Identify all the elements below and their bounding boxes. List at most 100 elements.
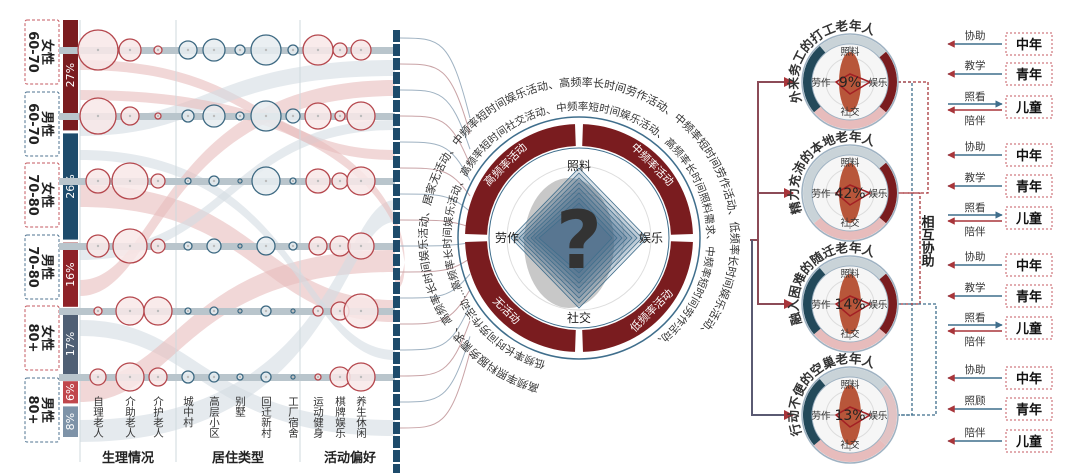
connector-line bbox=[399, 219, 471, 228]
group-age: 70-80 bbox=[25, 246, 40, 288]
row-bar bbox=[59, 178, 395, 185]
bubble-center bbox=[128, 114, 132, 118]
profile-percent: 9% bbox=[839, 75, 861, 91]
group-sex: 女性 bbox=[39, 325, 55, 351]
mutual-help-label: 相互协助 bbox=[919, 214, 935, 268]
radar-polygon bbox=[534, 197, 618, 279]
helper-who: 中年 bbox=[1016, 148, 1042, 164]
bubble-center bbox=[291, 375, 295, 379]
elder-figure bbox=[839, 385, 861, 445]
helper-verb: 照看 bbox=[965, 311, 986, 324]
bubble-center bbox=[156, 48, 160, 52]
flow-band bbox=[80, 120, 395, 260]
profile-ring-segment bbox=[802, 156, 826, 224]
profile-ring-segment bbox=[802, 378, 826, 446]
profile-percent: 13% bbox=[834, 408, 865, 424]
link-node bbox=[393, 30, 400, 42]
link-node bbox=[393, 436, 400, 448]
bubble-center bbox=[96, 309, 100, 313]
bubble-center bbox=[156, 309, 160, 313]
column-label: 别墅 bbox=[234, 396, 246, 417]
bubble-center bbox=[212, 244, 216, 248]
elder-figure bbox=[839, 163, 861, 223]
quadrant-band bbox=[582, 124, 693, 235]
group-age: 60-70 bbox=[25, 103, 40, 145]
profile-ring-segment bbox=[802, 267, 826, 335]
bubble-center bbox=[316, 375, 320, 379]
branch-arrow bbox=[751, 240, 794, 420]
row-bar bbox=[59, 113, 395, 120]
helper-verb: 教学 bbox=[965, 281, 986, 294]
radar-polygon bbox=[526, 187, 628, 289]
bubble-center bbox=[359, 244, 363, 248]
bubble-center bbox=[156, 375, 160, 379]
profile-axis-label: 照料 bbox=[840, 268, 860, 280]
radar-polygon bbox=[530, 192, 623, 284]
bubble-center bbox=[359, 309, 363, 313]
profile-axis-label: 照料 bbox=[840, 379, 860, 391]
connector-line bbox=[399, 336, 471, 403]
bubble-center bbox=[186, 309, 190, 313]
helper-box bbox=[1005, 253, 1053, 277]
connector-line bbox=[399, 193, 471, 212]
column-label: 养生休闲 bbox=[355, 395, 367, 439]
bubble-center bbox=[316, 114, 320, 118]
bubble-center bbox=[96, 48, 100, 52]
profile-ring-segment bbox=[813, 439, 887, 463]
helper-verb: 陪伴 bbox=[965, 426, 986, 439]
connector-line bbox=[399, 242, 471, 247]
branch-arrow bbox=[757, 240, 794, 309]
bubble-center bbox=[264, 48, 268, 52]
connector-line bbox=[399, 289, 471, 325]
connector-line bbox=[399, 167, 471, 197]
column-label: 棋牌娱乐 bbox=[334, 395, 346, 438]
helper-who: 青年 bbox=[1016, 67, 1042, 83]
question-mark: ? bbox=[556, 194, 602, 287]
profile-ring-segment bbox=[813, 106, 887, 130]
connector-line bbox=[399, 304, 471, 351]
bubble-center bbox=[338, 48, 342, 52]
profile-axis-label: 劳作 bbox=[811, 410, 831, 422]
group-frame bbox=[24, 162, 60, 228]
helper-verb: 教学 bbox=[965, 59, 986, 72]
category-label: 活动偏好 bbox=[324, 450, 376, 466]
profile-outer-ring bbox=[801, 255, 899, 353]
bubble-center bbox=[186, 244, 190, 248]
profile-percent: 42% bbox=[834, 186, 865, 202]
link-node bbox=[393, 114, 400, 126]
share-segment bbox=[63, 133, 78, 240]
link-node bbox=[393, 128, 400, 140]
link-node bbox=[393, 338, 400, 350]
link-node bbox=[393, 254, 400, 266]
bubble-center bbox=[291, 244, 295, 248]
helper-relation: 青年 教学 bbox=[947, 59, 1053, 86]
center-radar: 高频率活动中频率活动低频率活动无活动?照料娱乐社交劳作高频率照料服务需求、高频率… bbox=[399, 37, 742, 429]
connector-line bbox=[399, 115, 471, 165]
helper-verb: 协助 bbox=[965, 250, 986, 263]
bubble-center bbox=[238, 244, 242, 248]
group-box: 80+女性 bbox=[24, 305, 60, 371]
column-label: 自理老人 bbox=[92, 395, 104, 438]
share-segment bbox=[63, 381, 78, 404]
bubble-center bbox=[291, 48, 295, 52]
group-sex: 女性 bbox=[39, 39, 55, 65]
group-box: 80+男性 bbox=[24, 377, 60, 443]
connector-line bbox=[399, 37, 471, 119]
bubble-center bbox=[338, 179, 342, 183]
bubble-center bbox=[212, 114, 216, 118]
connector-line bbox=[399, 89, 471, 150]
radar-polygon bbox=[518, 177, 638, 299]
row-bar bbox=[59, 243, 395, 250]
axis-label: 劳作 bbox=[495, 231, 519, 245]
helper-box bbox=[1005, 32, 1053, 56]
helper-box bbox=[1005, 174, 1053, 198]
helper-verb: 照顾 bbox=[965, 395, 986, 407]
